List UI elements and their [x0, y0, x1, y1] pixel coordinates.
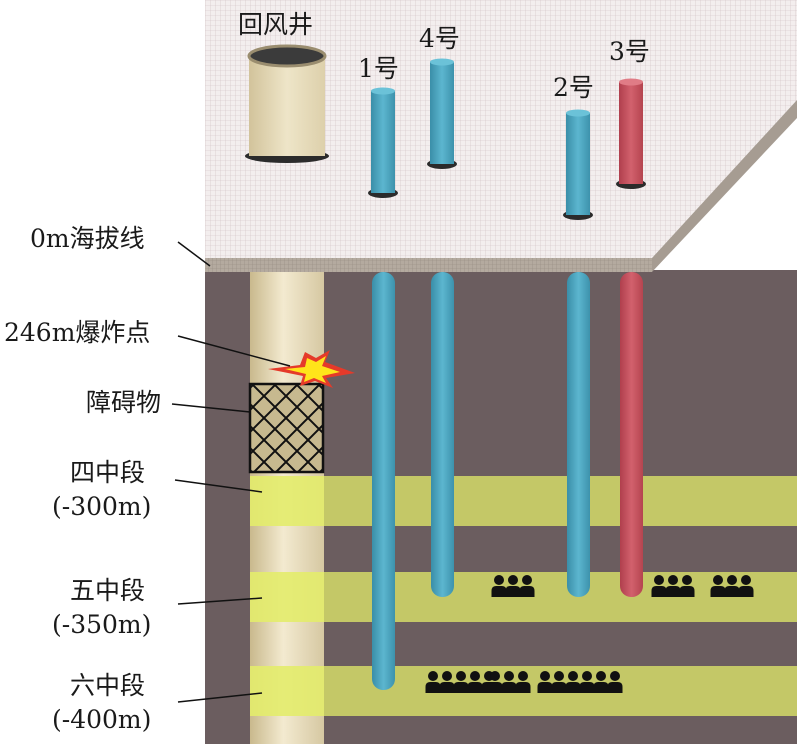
miner-figure: [651, 575, 667, 597]
shaft4-underground: [431, 272, 454, 597]
surface-slab: [205, 0, 797, 258]
miner-group: [710, 575, 754, 597]
shaft2-underground: [567, 272, 590, 597]
shaft3-underground: [620, 272, 643, 597]
miner-figure: [467, 671, 483, 693]
sea-level-label: 0m海拔线: [30, 224, 145, 253]
miner-figure: [579, 671, 595, 693]
miners: [425, 575, 754, 693]
miner-group: [651, 575, 695, 597]
level4-shaft-crossing: [250, 476, 324, 526]
explosion-label: 246m爆炸点: [4, 318, 151, 347]
miner-figure: [607, 671, 623, 693]
miner-figure: [710, 575, 726, 597]
miner-figure: [491, 575, 507, 597]
explosion-icon: [268, 350, 355, 388]
miner-group: [487, 671, 531, 693]
level6-name-label: 六中段: [70, 671, 146, 700]
slope-edge: [652, 100, 797, 272]
obstacle-mesh: [248, 382, 325, 474]
return-shaft-label: 回风井: [238, 10, 314, 39]
shaft1-label: 1号: [358, 54, 399, 83]
miner-figure: [439, 671, 455, 693]
shaft1-underground: [372, 272, 395, 690]
level6-shaft-crossing: [250, 666, 324, 716]
miner-figure: [501, 671, 517, 693]
miner-figure: [593, 671, 609, 693]
shaft3-surface: [616, 78, 646, 189]
level5-name-label: 五中段: [70, 576, 146, 605]
level4-name-label: 四中段: [70, 458, 146, 487]
miner-figure: [738, 575, 754, 597]
miner-figure: [679, 575, 695, 597]
miner-figure: [425, 671, 441, 693]
return-shaft-cylinder: [245, 44, 329, 163]
miner-figure: [665, 575, 681, 597]
miner-figure: [724, 575, 740, 597]
level6-depth-label: (-400m): [52, 705, 152, 734]
level5-depth-label: (-350m): [52, 610, 152, 639]
shaft2-surface: [563, 109, 593, 220]
miner-figure: [551, 671, 567, 693]
miner-figure: [565, 671, 581, 693]
miner-figure: [515, 671, 531, 693]
level5-shaft-crossing: [250, 572, 324, 622]
shaft3-label: 3号: [609, 37, 650, 66]
sea-level-edge: [205, 258, 652, 272]
level4-depth-label: (-300m): [52, 492, 152, 521]
miner-figure: [487, 671, 503, 693]
miner-group: [491, 575, 535, 597]
miner-figure: [537, 671, 553, 693]
level4-tunnel: [250, 476, 797, 526]
obstacle-label: 障碍物: [86, 388, 162, 417]
shaft4-surface: [427, 58, 457, 169]
shaft4-label: 4号: [419, 24, 460, 53]
miner-figure: [519, 575, 535, 597]
miner-figure: [453, 671, 469, 693]
miner-group: [537, 671, 623, 693]
shaft1-surface: [368, 87, 398, 198]
shaft2-label: 2号: [553, 73, 594, 102]
miner-figure: [505, 575, 521, 597]
leader-lines: [171, 241, 291, 703]
